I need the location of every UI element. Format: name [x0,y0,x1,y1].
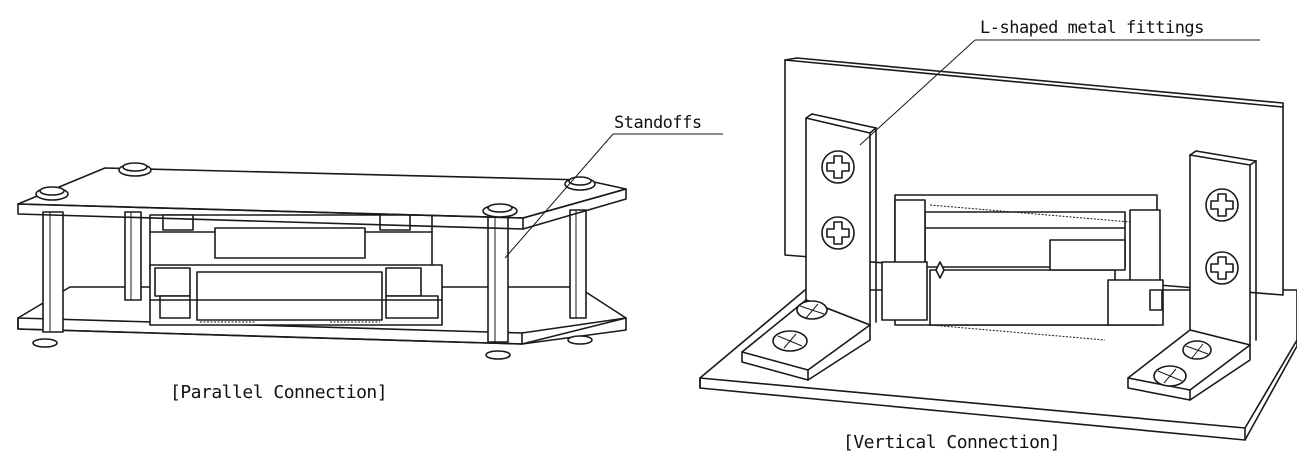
screw-head [35,186,69,201]
standoff-back-right [569,209,587,319]
connector-assembly-vertical [881,194,1164,341]
standoffs-callout: Standoffs [504,113,723,259]
standoff-front-left [42,211,64,333]
phillips-screw [821,216,855,250]
phillips-screw [1205,251,1239,285]
l-fitting-left [741,113,877,381]
parallel-connection-drawing: Standoffs [Parallel Connection] [17,113,723,403]
vertical-connection-caption: [Vertical Connection] [843,432,1060,453]
screw-head [1182,340,1212,360]
standoff-front-right [487,213,509,343]
standoffs-label: Standoffs [614,113,702,133]
connector-assembly-parallel [149,214,443,326]
l-fittings-callout: L-shaped metal fittings [859,18,1260,146]
screw-head [772,330,808,352]
vertical-connection-drawing: L-shaped metal fittings [Vertical Connec… [699,18,1297,453]
screw-head [796,300,828,320]
screw-head [1153,365,1187,387]
l-fittings-label: L-shaped metal fittings [980,18,1204,38]
top-board [17,162,627,230]
phillips-screw [1205,188,1239,222]
standoff-back-left [124,211,142,301]
phillips-screw [821,150,855,184]
screw-head [482,203,518,218]
screw-head [118,162,152,177]
parallel-connection-caption: [Parallel Connection] [170,382,387,403]
